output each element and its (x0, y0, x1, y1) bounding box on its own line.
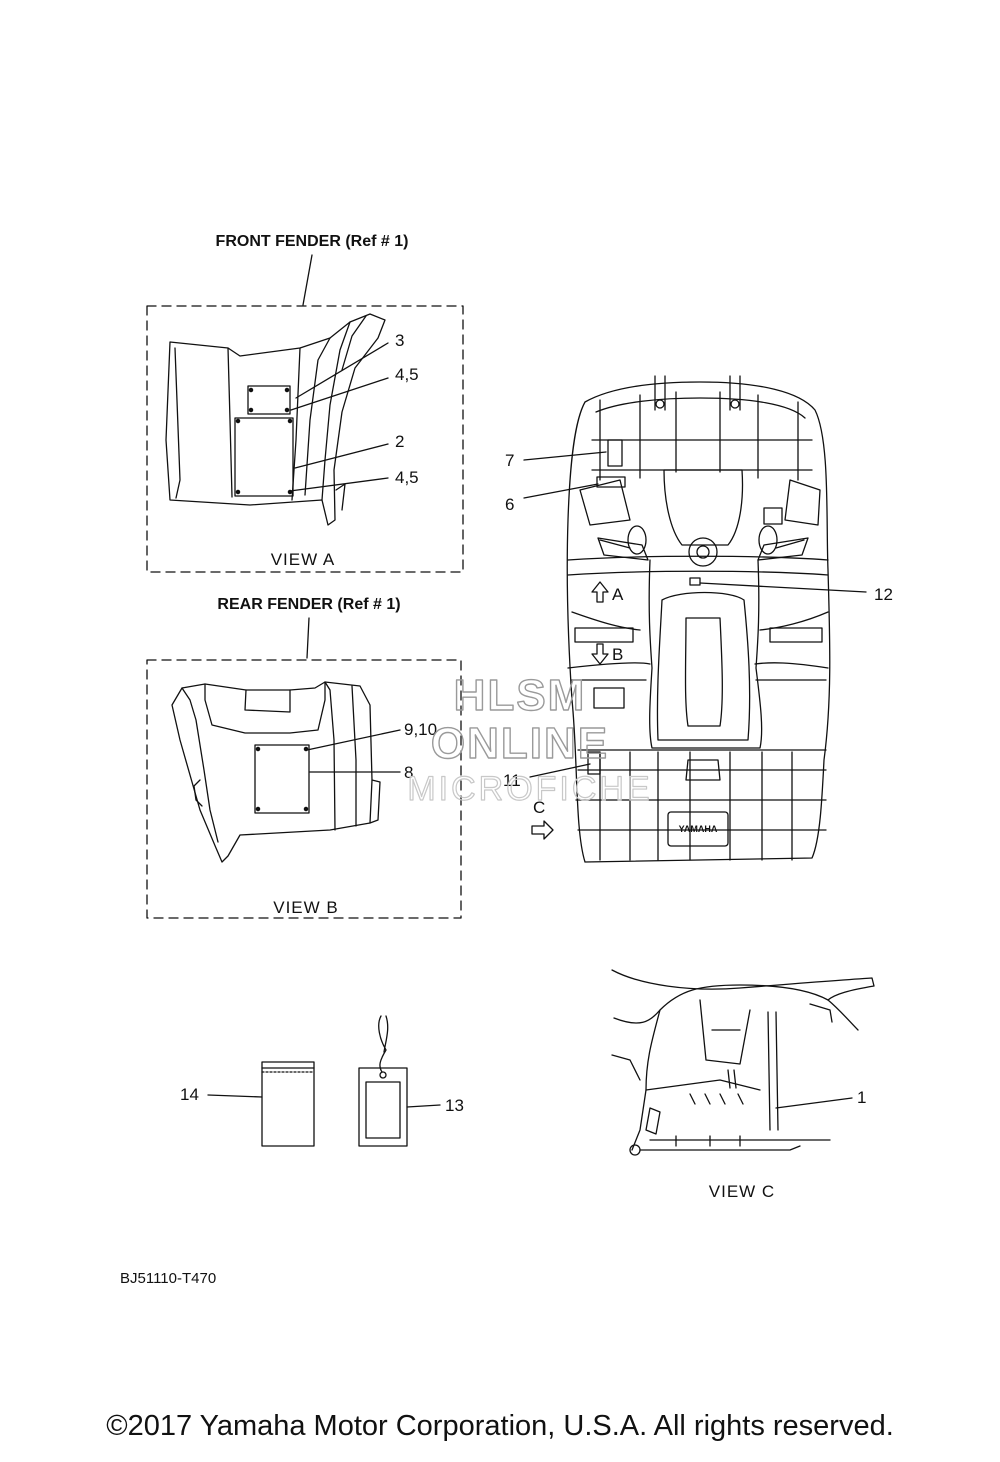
view-c-marker: C (533, 798, 545, 817)
callout-3: 3 (395, 331, 404, 350)
view-a-frame (146, 305, 464, 573)
label-7-decal (607, 439, 623, 467)
callout-2: 2 (395, 432, 404, 451)
leader-14 (207, 1094, 263, 1098)
view-b-arrow-icon (591, 643, 609, 665)
view-a-arrow-icon (591, 581, 609, 603)
callout-4-5-top: 4,5 (395, 365, 419, 384)
leader-3 (295, 342, 389, 399)
leader-9-10 (306, 729, 401, 751)
rear-fender-leader (306, 617, 310, 659)
leader-11 (529, 763, 591, 778)
rear-fender-heading: REAR FENDER (Ref # 1) (217, 596, 400, 613)
svg-text:MICROFICHE: MICROFICHE (407, 770, 652, 808)
rear-fender-drawing (171, 681, 381, 863)
leader-4-5-top (290, 377, 389, 411)
label-11-decal (587, 751, 601, 775)
callout-8: 8 (404, 763, 413, 782)
front-fender-heading: FRONT FENDER (Ref # 1) (216, 233, 409, 250)
leader-4-5-bottom (289, 477, 389, 492)
callout-13: 13 (445, 1096, 464, 1115)
callout-14: 14 (180, 1085, 199, 1104)
front-fender-drawing (165, 313, 386, 526)
view-c-drawing (611, 969, 875, 1156)
diagram-code: BJ51110-T470 (120, 1270, 216, 1287)
watermark: HLSM ONLINE MICROFICHE (407, 670, 652, 808)
callout-9-10: 9,10 (404, 720, 437, 739)
svg-text:HLSM: HLSM (454, 671, 587, 720)
view-a-label: VIEW A (271, 550, 336, 569)
front-label-large (234, 417, 294, 497)
leader-12 (699, 582, 867, 593)
callout-7: 7 (505, 451, 514, 470)
callout-12: 12 (874, 585, 893, 604)
label-13-tag (358, 1015, 408, 1147)
label-6-decal (596, 476, 626, 488)
leader-13 (406, 1104, 441, 1108)
yamaha-plate (667, 811, 729, 847)
front-fender-leader (302, 254, 313, 306)
view-b-label: VIEW B (273, 898, 339, 917)
svg-text:ONLINE: ONLINE (431, 719, 609, 768)
callout-1: 1 (857, 1088, 866, 1107)
view-a-marker: A (612, 585, 624, 604)
label-14-card (261, 1061, 315, 1147)
view-b-marker: B (612, 645, 623, 664)
yamaha-plate-text: YAMAHA (679, 824, 718, 834)
label-12-decal (689, 577, 701, 586)
leader-7 (523, 451, 607, 461)
callout-4-5-bottom: 4,5 (395, 468, 419, 487)
callout-11: 11 (503, 771, 521, 790)
decal-rear-panel (593, 687, 625, 709)
leader-2 (294, 443, 389, 469)
copyright-notice: ©2017 Yamaha Motor Corporation, U.S.A. A… (106, 1410, 894, 1442)
atv-top-view (566, 375, 831, 863)
view-b-frame (146, 659, 462, 919)
view-c-label: VIEW C (709, 1182, 775, 1201)
view-c-arrow-icon (531, 820, 554, 840)
rear-label (254, 744, 310, 814)
leader-1 (775, 1097, 853, 1109)
leader-6 (523, 483, 599, 499)
front-label-small (247, 385, 291, 415)
callout-6: 6 (505, 495, 514, 514)
